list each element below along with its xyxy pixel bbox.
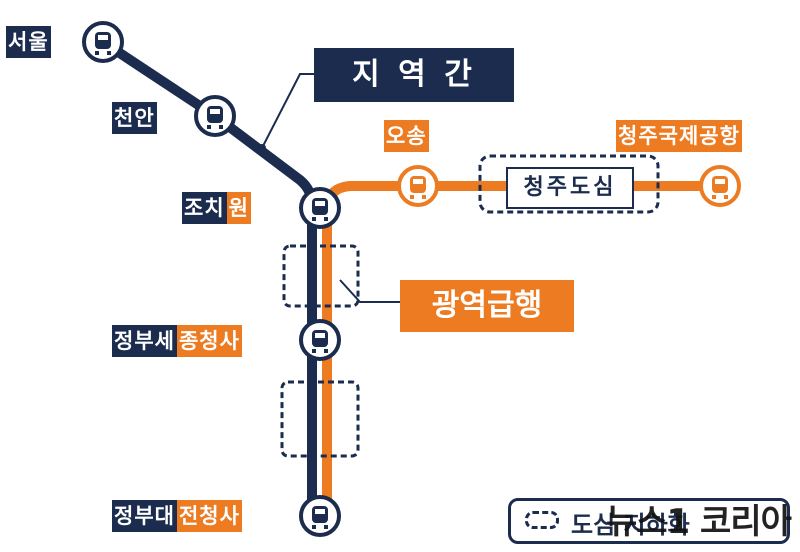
intercity-leader-dot bbox=[258, 144, 266, 152]
underground-section-1 bbox=[282, 244, 360, 308]
intercity-leader-line bbox=[261, 73, 320, 149]
train-icon bbox=[299, 495, 341, 537]
station-name-part2: 종청사 bbox=[176, 325, 242, 357]
station-name: 청주국제공항 bbox=[616, 120, 742, 152]
train-icon bbox=[699, 165, 741, 207]
legend-text: 도심 지하화 bbox=[571, 511, 690, 539]
station-label-oseong: 오송 bbox=[384, 120, 429, 152]
train-icon bbox=[299, 319, 341, 361]
station-label-cheonan: 천안 bbox=[112, 102, 157, 134]
station-label-sejong: 정부세 종청사 bbox=[112, 325, 242, 357]
station-name-part1: 정부세 bbox=[112, 325, 177, 357]
cheongju-downtown-label: 청주도심 bbox=[506, 167, 634, 209]
station-name: 천안 bbox=[112, 102, 157, 134]
metro-express-line bbox=[322, 181, 720, 520]
train-icon bbox=[82, 21, 124, 63]
train-icon bbox=[299, 187, 341, 229]
intercity-title: 지 역 간 bbox=[314, 48, 514, 102]
underground-section-cheongju bbox=[478, 154, 660, 214]
station-label-jochiwon: 조치 원 bbox=[182, 192, 251, 224]
station-name-part1: 정부대 bbox=[112, 500, 177, 532]
station-name: 오송 bbox=[384, 120, 429, 152]
underground-section-2 bbox=[280, 380, 360, 458]
metro-leader-line bbox=[339, 279, 400, 303]
train-icon bbox=[397, 165, 439, 207]
metro-express-title: 광역급행 bbox=[400, 280, 574, 332]
news-watermark: 뉴스1 코리아 bbox=[606, 502, 792, 542]
station-label-daejeon: 정부대 전청사 bbox=[112, 500, 242, 532]
station-name-part2: 전청사 bbox=[176, 500, 242, 532]
legend: 도심 지하화 bbox=[508, 498, 790, 544]
legend-dashed-box-icon bbox=[525, 511, 559, 529]
station-label-airport: 청주국제공항 bbox=[616, 120, 742, 152]
train-icon bbox=[194, 95, 236, 137]
station-name-part1: 조치 bbox=[182, 192, 227, 224]
station-label-seoul: 서울 bbox=[6, 26, 51, 58]
station-name: 서울 bbox=[6, 26, 51, 58]
station-name-part2: 원 bbox=[226, 192, 251, 224]
